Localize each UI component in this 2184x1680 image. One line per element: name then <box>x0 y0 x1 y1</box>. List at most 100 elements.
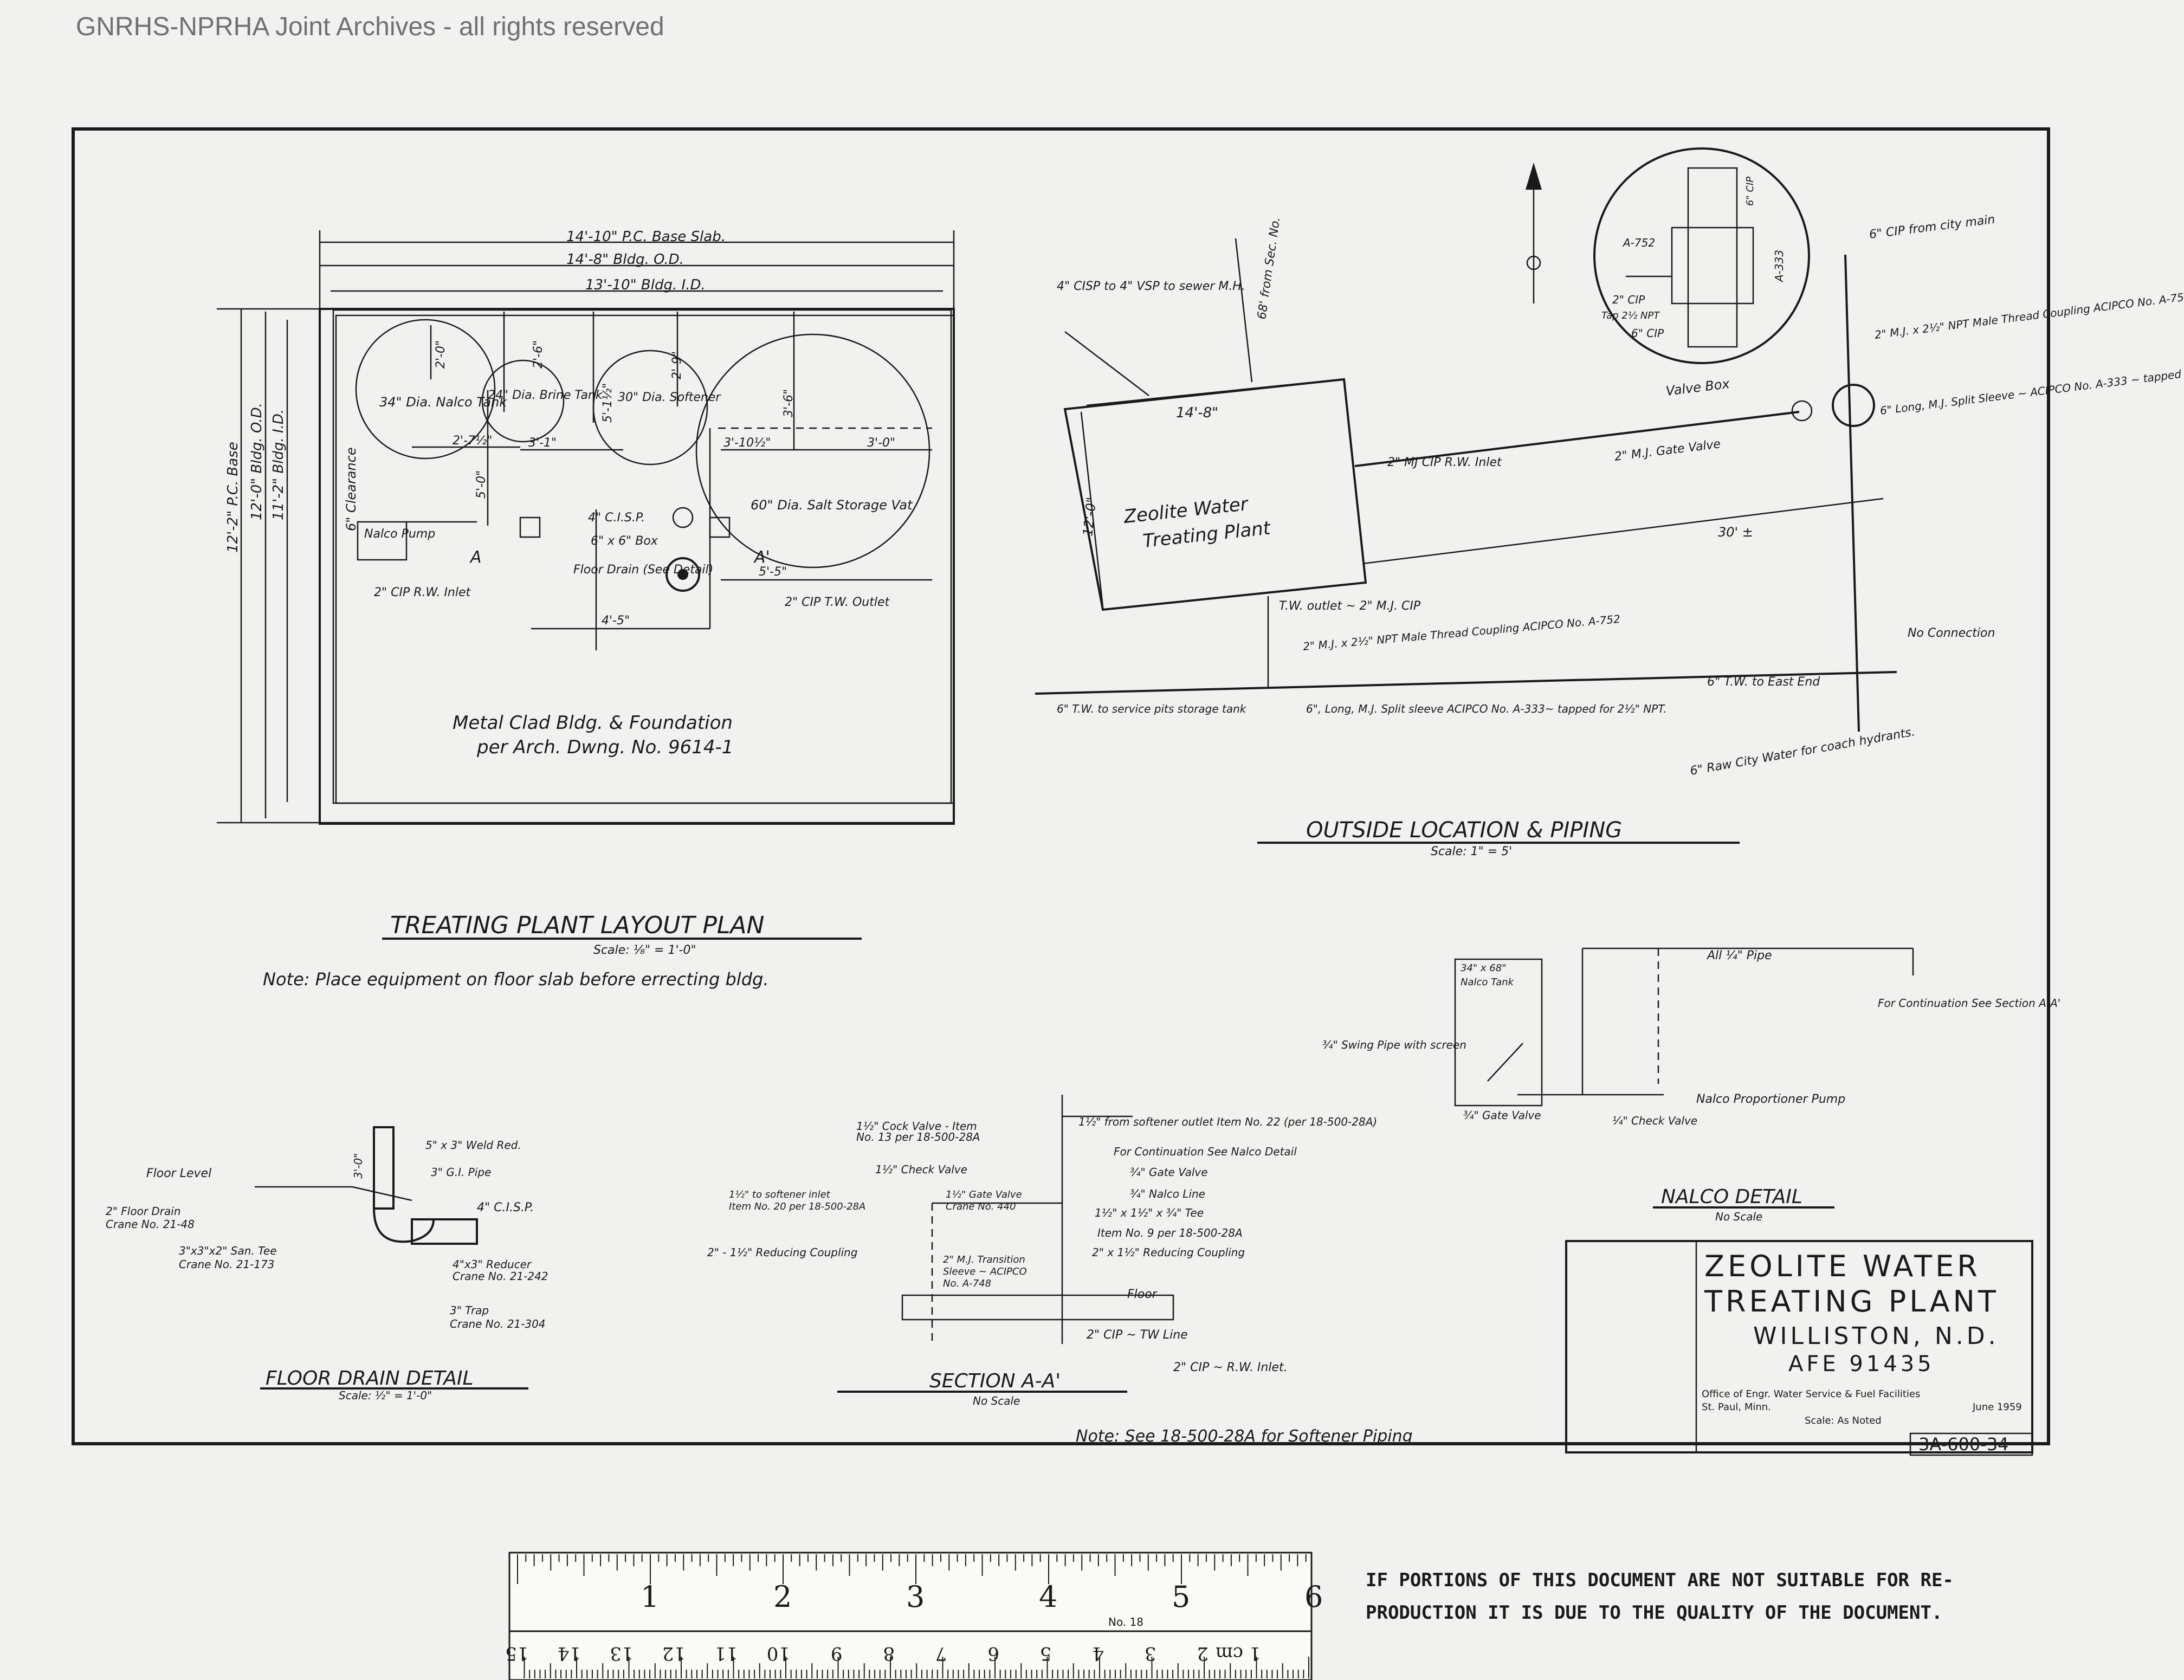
ruler-cm-label: 11 <box>714 1643 738 1664</box>
ruler-cm-label: 9 <box>831 1643 843 1664</box>
drain-title: FLOOR DRAIN DETAIL <box>266 1367 474 1390</box>
tw-east-label: 6" T.W. to East End <box>1707 675 1820 689</box>
rw-inlet-label: 2" CIP R.W. Inlet <box>374 586 471 599</box>
split-sleeve-label: 6", Long, M.J. Split sleeve ACIPCO No. A… <box>1306 702 1666 715</box>
drawing-no: 3A-600-34 <box>1918 1434 2008 1455</box>
valve-box-label: Valve Box <box>1665 376 1731 399</box>
swing-pipe-label: ¾" Swing Pipe with screen <box>1322 1038 1466 1051</box>
nalco-scale: No Scale <box>1715 1210 1762 1223</box>
dim-interior: 2'-6" <box>532 340 545 369</box>
tw-outlet-label: T.W. outlet ~ 2" M.J. CIP <box>1279 599 1421 613</box>
ruler-inch-label: 1 <box>641 1580 659 1614</box>
drain-dim: 3'-0" <box>352 1153 365 1179</box>
nalco-title: NALCO DETAIL <box>1661 1186 1802 1208</box>
north-arrow-circle-icon <box>1526 255 1541 270</box>
nalco-tank-circle <box>355 319 496 460</box>
check-valve-label: ¼" Check Valve <box>1612 1114 1697 1127</box>
floor-drain-label-2: Crane No. 21-48 <box>106 1218 195 1231</box>
ruler-cm-label: 6 <box>987 1643 999 1664</box>
dim-interior: 3'-10½" <box>723 436 771 450</box>
dim-30ft <box>1362 497 1884 565</box>
inset-tap: Tap 2½ NPT <box>1601 310 1660 321</box>
quality-stamp: IF PORTIONS OF THIS DOCUMENT ARE NOT SUI… <box>1366 1569 1954 1624</box>
nalco-tank-box <box>1454 958 1543 1107</box>
floor-drain-label-1: 2" Floor Drain <box>106 1205 181 1218</box>
distance-label: 30' ± <box>1718 525 1753 540</box>
dim-interior: 2'-7½" <box>453 434 492 448</box>
ruler-cm-label: 3 <box>1145 1643 1156 1664</box>
section-title: SECTION A-A' <box>929 1370 1061 1392</box>
inset-pipe <box>1687 167 1738 348</box>
floor-drain-circle <box>665 557 700 592</box>
split-sleeve-symbol <box>1832 384 1875 427</box>
tank-label-4: 60" Dia. Salt Storage Vat <box>751 497 913 513</box>
dim-bldg-od: 14'-8" Bldg. O.D. <box>566 251 684 268</box>
floor-label: Floor <box>1127 1288 1158 1301</box>
trap-label-2: Crane No. 21-304 <box>450 1317 546 1330</box>
nalco-tank-label-1: 34" x 68" <box>1461 962 1506 974</box>
dim-interior: 5'-5" <box>759 565 787 579</box>
sleeve-top-label: 6" Long, M.J. Split Sleeve ~ ACIPCO No. … <box>1879 359 2184 417</box>
title-line-1: ZEOLITE WATER <box>1704 1249 1981 1283</box>
dim-bldg-id: 13'-10" Bldg. I.D. <box>585 277 706 293</box>
city-main-line <box>1844 254 1860 732</box>
dim-interior: 2'-9" <box>670 351 684 379</box>
transition-label-3: No. A-748 <box>943 1278 991 1289</box>
tw-outlet-label: 2" CIP T.W. Outlet <box>785 596 890 609</box>
sewer-line <box>1064 331 1149 396</box>
dim-line <box>1086 378 1342 406</box>
dim-height-od: 12'-0" Bldg. O.D. <box>249 403 265 520</box>
title-date: June 1959 <box>1972 1401 2022 1413</box>
dim-line <box>1080 411 1104 608</box>
swing-pipe <box>1487 1043 1523 1082</box>
tw-main-pipe <box>1035 671 1897 695</box>
to-softener-label-1: 1½" to softener inlet <box>729 1189 831 1200</box>
inset-cip6: 6" CIP <box>1631 327 1664 340</box>
to-softener-label-2: Item No. 20 per 18-500-28A <box>729 1201 865 1212</box>
san-tee-label-1: 3"x3"x2" San. Tee <box>179 1244 277 1257</box>
dim-interior: 5'-0" <box>475 470 488 499</box>
ruler-cm-label: 15 <box>505 1643 528 1664</box>
foundation-note-1: Metal Clad Bldg. & Foundation <box>453 712 733 734</box>
rw-inlet-label: 2" CIP ~ R.W. Inlet. <box>1173 1361 1288 1374</box>
trap <box>373 1208 435 1243</box>
plan-scale: Scale: ⅛" = 1'-0" <box>593 944 696 957</box>
brine-tank-circle <box>481 359 565 443</box>
title-block-frame <box>1565 1240 2033 1453</box>
thread-coupling-label: 2" M.J. x 2½" NPT Male Thread Coupling A… <box>1302 612 1620 653</box>
ruler-inch-label: 3 <box>906 1580 925 1614</box>
stamp-line-2: PRODUCTION IT IS DUE TO THE QUALITY OF T… <box>1366 1602 1942 1624</box>
dim-line <box>1235 238 1253 383</box>
ruler-inch-label: 6 <box>1304 1580 1323 1614</box>
inset-cip2: 2" CIP <box>1612 293 1645 306</box>
raw-water-label: 6" Raw City Water for coach hydrants. <box>1689 725 1916 778</box>
continuation-label: For Continuation See Nalco Detail <box>1114 1145 1297 1158</box>
title-office: Office of Engr. Water Service & Fuel Fac… <box>1702 1388 1920 1400</box>
from-softener-label: 1½" from softener outlet Item No. 22 (pe… <box>1078 1115 1377 1128</box>
plan-note: Note: Place equipment on floor slab befo… <box>263 969 768 990</box>
gi-pipe <box>373 1126 395 1210</box>
weld-red-label: 5" x 3" Weld Red. <box>425 1139 521 1152</box>
tee-label: 1½" x 1½" x ¾" Tee <box>1095 1206 1204 1219</box>
dim-interior: 4'-5" <box>602 614 630 628</box>
cisp-label: 4" C.I.S.P. <box>477 1201 534 1214</box>
check-valve-label: 1½" Check Valve <box>875 1163 967 1176</box>
north-arrow-head-icon <box>1526 163 1542 190</box>
tank-label-2: 24" Dia. Brine Tank <box>488 389 603 402</box>
gate-valve-label: 2" M.J. Gate Valve <box>1614 437 1722 464</box>
title-afe: AFE 91435 <box>1788 1352 1935 1377</box>
title-scale: Scale: As Noted <box>1805 1415 1882 1426</box>
coupling-top-label: 2" M.J. x 2½" NPT Male Thread Coupling A… <box>1874 290 2184 341</box>
floor-slab <box>901 1294 1174 1321</box>
cock-valve-label-2: No. 13 per 18-500-28A <box>856 1130 980 1143</box>
nalco-pipe-label: All ¼" Pipe <box>1706 949 1772 962</box>
box-6x6 <box>709 516 731 538</box>
title-location: WILLISTON, N.D. <box>1753 1322 1999 1350</box>
gate-valve-b-label-2: Crane No. 440 <box>946 1201 1016 1212</box>
archive-watermark: GNRHS-NPRHA Joint Archives - all rights … <box>76 12 664 41</box>
clearance-note: 6" Clearance <box>344 447 359 531</box>
from-sec-label: 68' from Sec. No. <box>1255 216 1283 320</box>
transition-label-1: 2" M.J. Transition <box>943 1254 1025 1265</box>
